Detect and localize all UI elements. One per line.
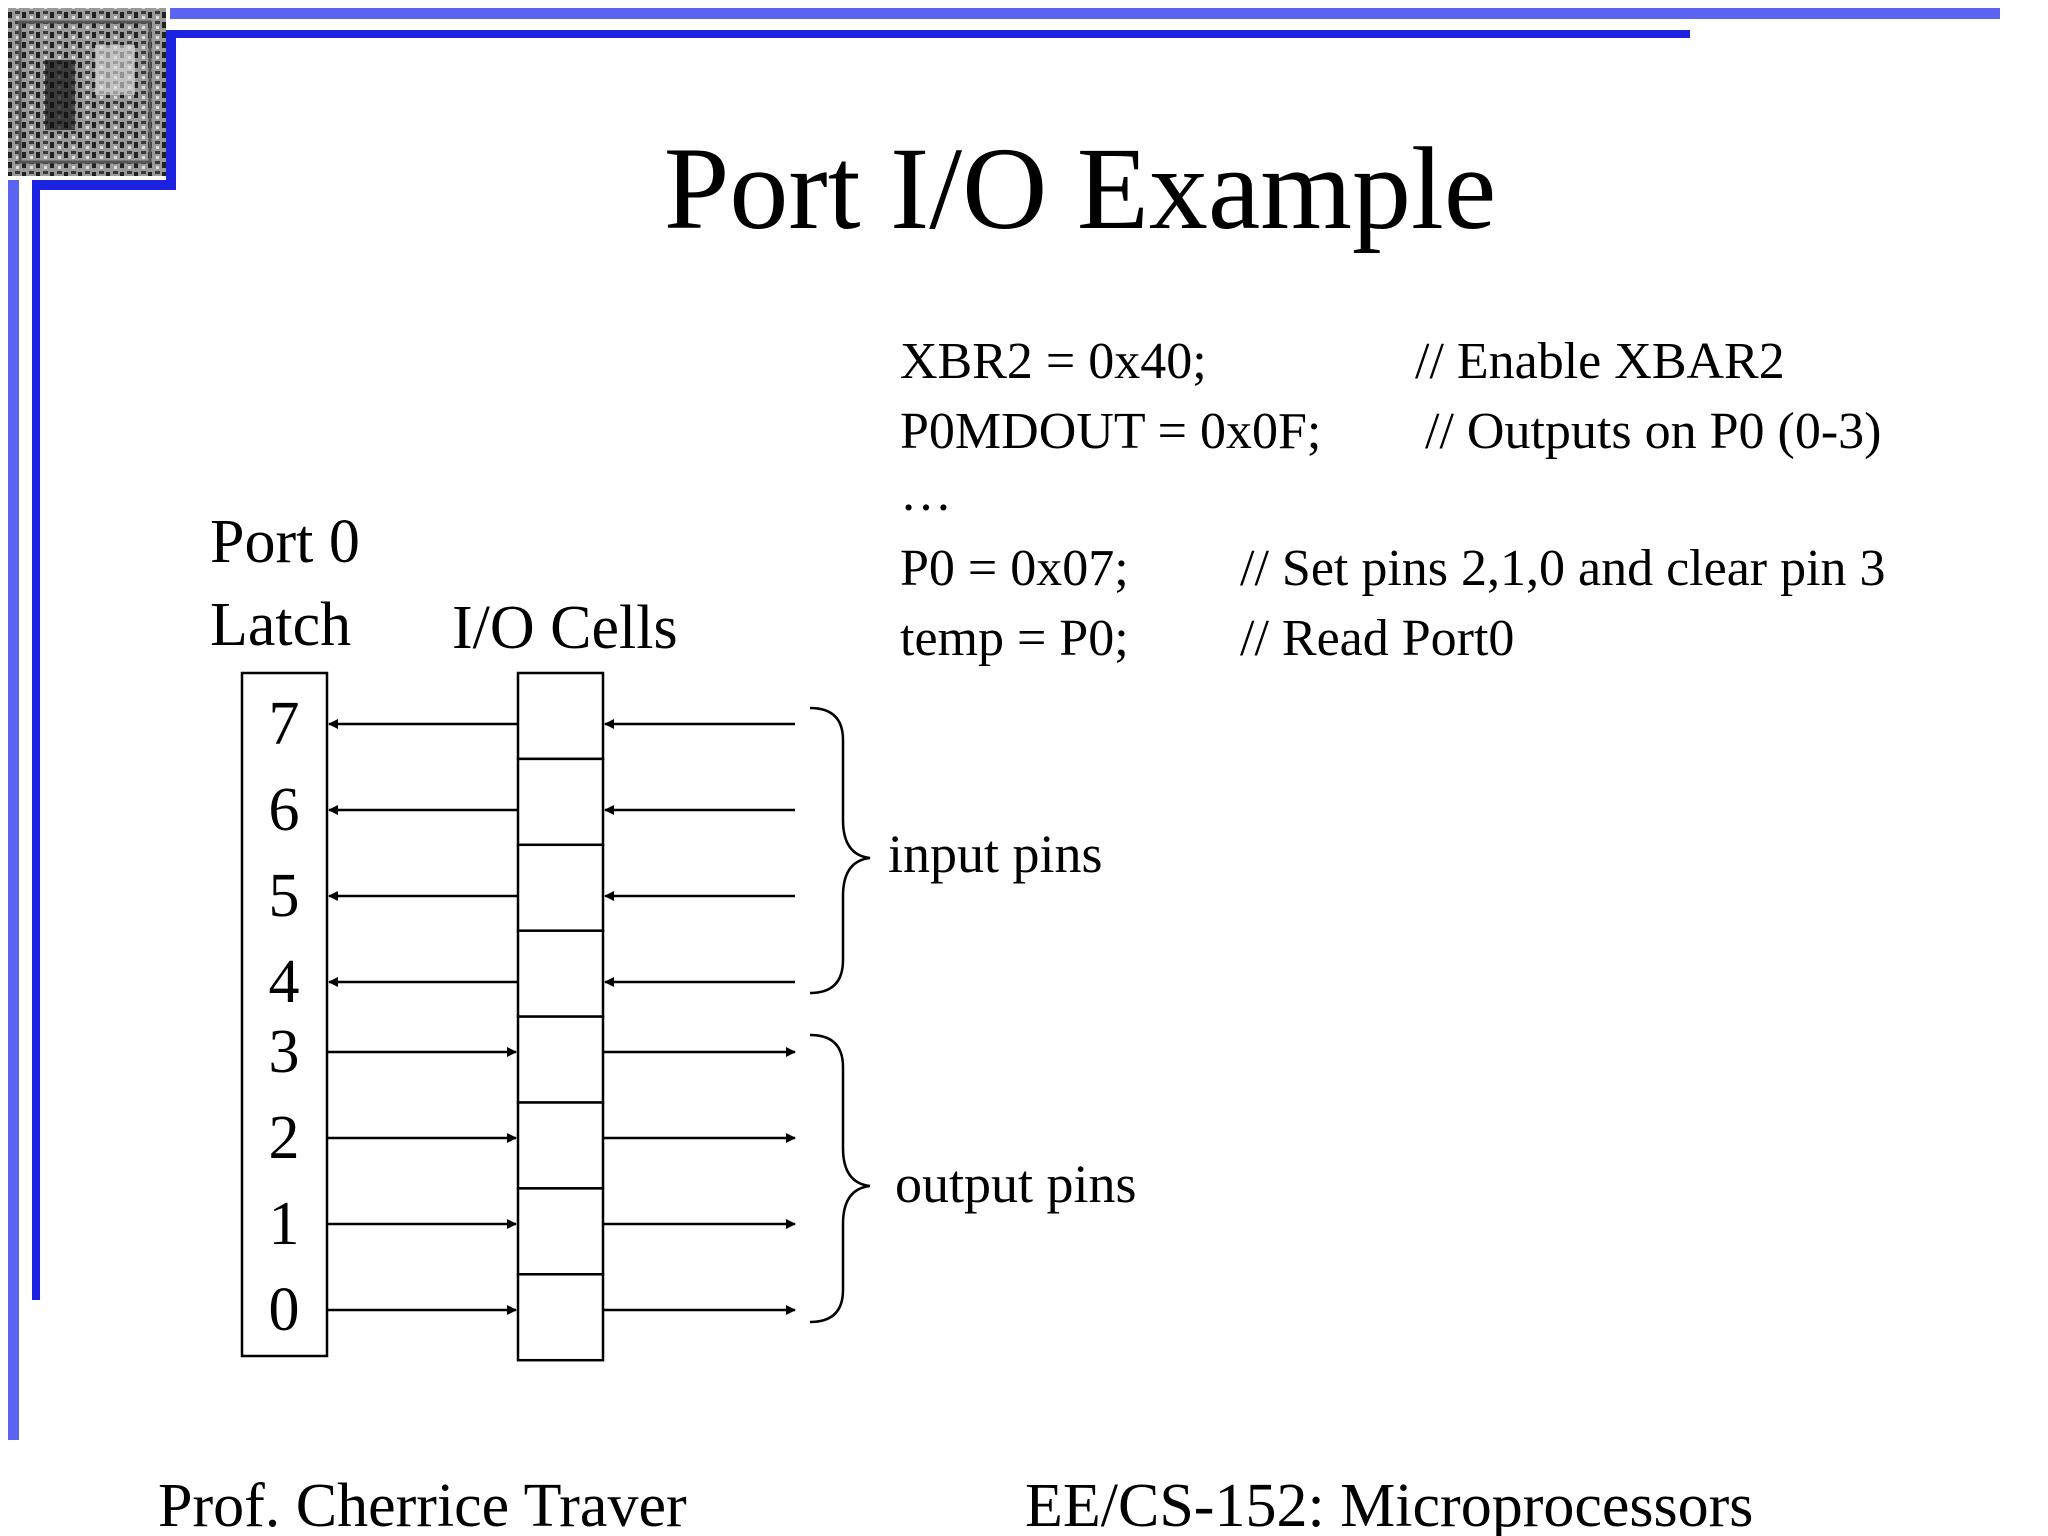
- slide-title: Port I/O Example: [664, 123, 1496, 254]
- code-line-4: P0 = 0x07;: [900, 540, 1129, 597]
- io-cell: [516, 1187, 605, 1276]
- output-pins-brace: [809, 1033, 871, 1324]
- io-cell: [516, 929, 605, 1018]
- io-cell: [516, 1015, 605, 1104]
- slide-frame: [8, 8, 2000, 1440]
- io-cell: [516, 843, 605, 932]
- latch-bit-label: 6: [269, 776, 300, 844]
- code-line-1: XBR2 = 0x40;: [900, 333, 1207, 390]
- io-cell: [516, 757, 605, 847]
- code-line-5: temp = P0;: [900, 610, 1129, 667]
- latch-label-line2: Latch: [210, 591, 351, 659]
- code-comment-4: // Set pins 2,1,0 and clear pin 3: [1240, 540, 1886, 597]
- code-comment-2: // Outputs on P0 (0-3): [1425, 403, 1881, 460]
- code-comment-1: // Enable XBAR2: [1415, 333, 1785, 390]
- code-comment-5: // Read Port0: [1240, 610, 1514, 667]
- latch-bit-label: 4: [269, 948, 300, 1016]
- chip-die-photo-icon: [8, 8, 176, 190]
- latch-bit-label: 0: [269, 1276, 300, 1344]
- latch-bit-label: 3: [269, 1018, 300, 1086]
- left-accent-bar: [8, 180, 19, 1440]
- output-pins-label: output pins: [895, 1154, 1137, 1214]
- io-cell: [516, 671, 605, 761]
- io-cell: [516, 1101, 605, 1190]
- latch-bit-label: 1: [269, 1190, 300, 1258]
- top-inner-bar: [170, 30, 1690, 38]
- code-line-2: P0MDOUT = 0x0F;: [900, 403, 1321, 460]
- io-cells-label: I/O Cells: [452, 594, 678, 662]
- latch-label-line1: Port 0: [210, 508, 360, 576]
- latch-bit-label: 5: [269, 862, 300, 930]
- code-block: XBR2 = 0x40; // Enable XBAR2 P0MDOUT = 0…: [900, 333, 1886, 667]
- footer-course: EE/CS-152: Microprocessors: [1025, 1472, 1753, 1536]
- port0-latch-box: [240, 671, 329, 1358]
- io-cell: [516, 1273, 605, 1362]
- top-accent-bar: [170, 8, 2000, 19]
- signal-arrows: [327, 719, 796, 1315]
- input-pins-brace: [809, 706, 871, 995]
- left-inner-bar: [32, 185, 40, 1300]
- input-pins-label: input pins: [888, 824, 1103, 884]
- code-line-3: …: [900, 465, 952, 522]
- latch-bit-labels: 7 6 5 43 2 1 0: [269, 690, 300, 1344]
- latch-bit-label: 7: [269, 690, 300, 758]
- io-cells-column: [516, 671, 605, 1362]
- footer-instructor: Prof. Cherrice Traver: [158, 1472, 687, 1536]
- latch-bit-label: 2: [269, 1104, 300, 1172]
